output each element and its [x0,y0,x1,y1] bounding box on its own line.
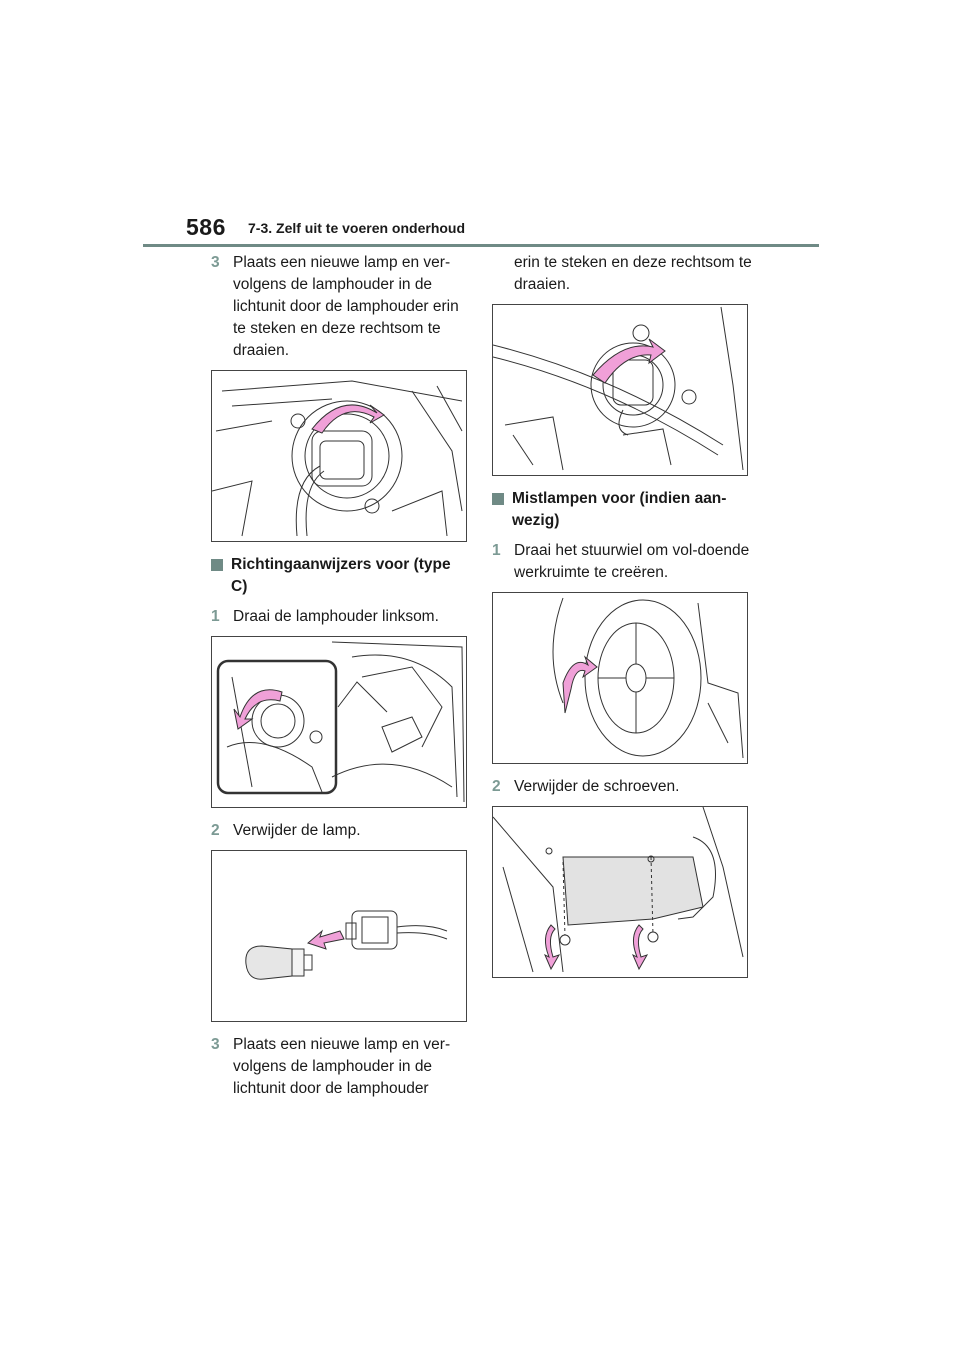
step-turn-wheel: 1 Draai het stuurwiel om vol-doende werk… [492,540,752,584]
header-rule [143,244,819,247]
step-remove-lamp: 2 Verwijder de lamp. [211,820,471,842]
page-header: 586 7-3. Zelf uit te voeren onderhoud [186,212,818,248]
section-title: 7-3. Zelf uit te voeren onderhoud [248,220,466,236]
heading-square-icon [492,493,504,505]
step-text: Plaats een nieuwe lamp en ver-volgens de… [233,1036,451,1097]
figure-turn-signal-install [492,304,748,476]
step-number: 1 [492,542,501,559]
heading-turn-signals: Richtingaanwijzers voor (type C) [211,554,471,598]
step-text: Draai het stuurwiel om vol-doende werkru… [514,542,750,581]
step-rotate-holder: 1 Draai de lamphouder linksom. [211,606,471,628]
figure-bulb-holder-install [211,370,467,542]
step-remove-screws: 2 Verwijder de schroeven. [492,776,752,798]
step-text: Verwijder de schroeven. [514,778,680,795]
step-number: 2 [211,822,220,839]
step-number: 2 [492,778,501,795]
figure-lamp-removal [211,850,467,1022]
step-number: 1 [211,608,220,625]
figure-screw-removal [492,806,748,978]
step-install-new-lamp: 3 Plaats een nieuwe lamp en ver-volgens … [211,1034,471,1100]
step-number: 3 [211,254,220,271]
step-number: 3 [211,1036,220,1053]
figure-steering-wheel-turn [492,592,748,764]
step-text: Plaats een nieuwe lamp en ver-volgens de… [233,254,459,359]
heading-text: Richtingaanwijzers voor (type C) [231,556,451,595]
step-install-lamp: 3 Plaats een nieuwe lamp en ver-volgens … [211,252,471,362]
heading-square-icon [211,559,223,571]
right-column: erin te steken en deze rechtsom te draai… [492,252,752,990]
step-text: Verwijder de lamp. [233,822,361,839]
step-text: Draai de lamphouder linksom. [233,608,439,625]
left-column: 3 Plaats een nieuwe lamp en ver-volgens … [211,252,471,1108]
page-number: 586 [186,214,226,240]
figure-turn-signal-holder [211,636,467,808]
step-continuation: erin te steken en deze rechtsom te draai… [514,254,752,293]
heading-text: Mistlampen voor (indien aan-wezig) [512,490,727,529]
heading-fog-lamps: Mistlampen voor (indien aan-wezig) [492,488,752,532]
